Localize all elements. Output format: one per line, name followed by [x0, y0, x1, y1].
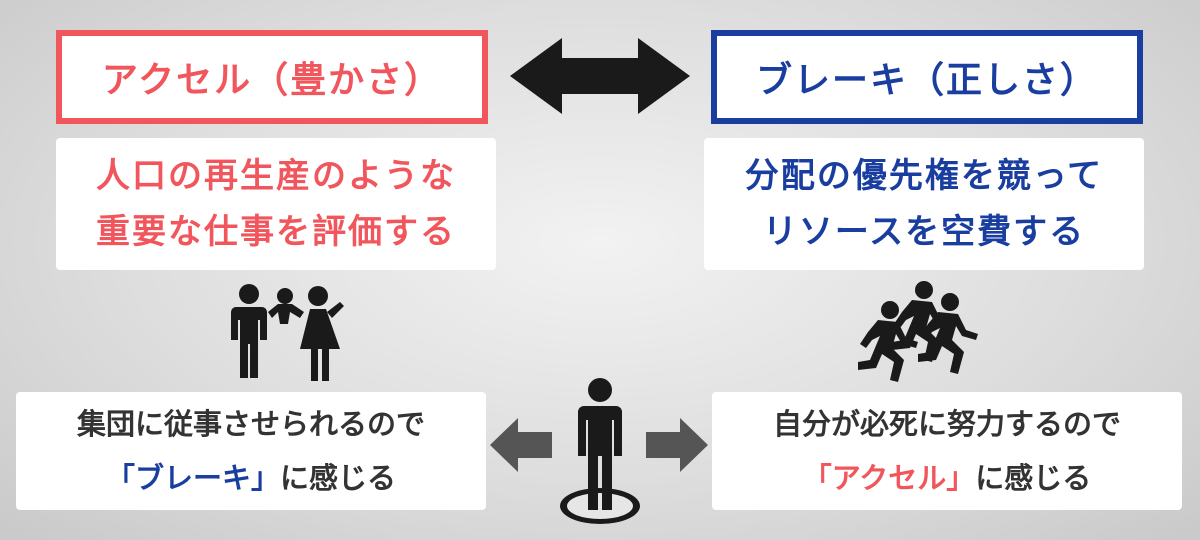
brake-perception-rest: に感じる: [280, 461, 397, 495]
brake-description-card: 分配の優先権を競って リソースを空費する: [704, 138, 1144, 270]
brake-description-line1: 分配の優先権を競って: [744, 156, 1104, 196]
accelerator-perception-rest: に感じる: [975, 461, 1092, 495]
double-headed-arrow-icon: [510, 38, 690, 114]
arrow-left-icon: [490, 418, 552, 472]
standing-person-icon: [560, 378, 640, 524]
accelerator-description-line2: 重要な仕事を評価する: [96, 212, 456, 252]
accelerator-perception-line1: 自分が必死に努力するので: [772, 407, 1121, 441]
accelerator-quote: 「アクセル」: [802, 461, 976, 495]
brake-perception-line1: 集団に従事させられるので: [76, 407, 425, 441]
accelerator-description-card: 人口の再生産のような 重要な仕事を評価する: [56, 138, 496, 270]
runners-icon: [858, 281, 978, 382]
accelerator-header: アクセル（豊かさ）: [56, 30, 488, 124]
accelerator-header-label: アクセル（豊かさ）: [101, 60, 443, 101]
accelerator-description-line1: 人口の再生産のような: [96, 156, 456, 196]
family-icon: [231, 284, 344, 381]
accelerator-perception-box: 自分が必死に努力するので 「アクセル」に感じる: [712, 392, 1182, 510]
accelerator-perception-line2: 「アクセル」に感じる: [803, 451, 1092, 505]
brake-quote: 「ブレーキ」: [105, 461, 280, 495]
brake-perception-box: 集団に従事させられるので 「ブレーキ」に感じる: [16, 392, 486, 510]
brake-description-line2: リソースを空費する: [762, 212, 1086, 252]
arrow-right-icon: [646, 418, 708, 472]
brake-perception-line2: 「ブレーキ」に感じる: [106, 451, 396, 505]
brake-header: ブレーキ（正しさ）: [711, 30, 1143, 124]
brake-header-label: ブレーキ（正しさ）: [755, 60, 1098, 101]
